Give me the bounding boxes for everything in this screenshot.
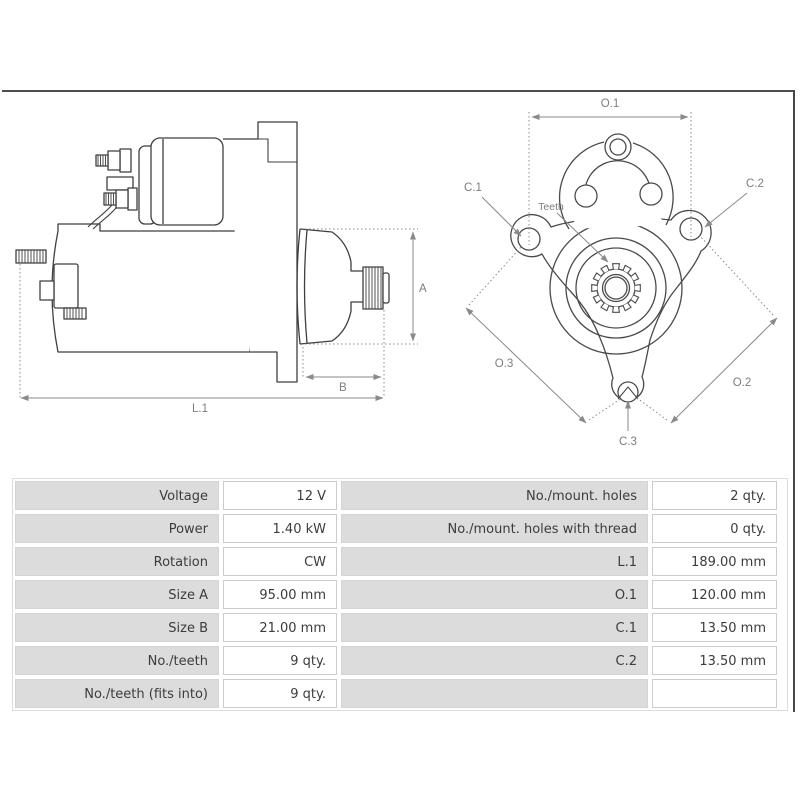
dim-a-label: A [419, 283, 427, 295]
spec-label-voltage: Voltage [15, 481, 219, 510]
spec-value-voltage: 12 V [223, 481, 337, 510]
dim-c1-label: C.1 [464, 182, 482, 194]
side-view-dimensions [19, 228, 418, 401]
spec-value-teeth-fits-into: 9 qty. [223, 679, 337, 708]
spec-value-power: 1.40 kW [223, 514, 337, 543]
front-view-labels: O.1 C.1 C.2 Teeth O.3 O.2 C.3 [464, 98, 764, 448]
spec-value-l1: 189.00 mm [652, 547, 777, 576]
spec-value-teeth: 9 qty. [223, 646, 337, 675]
spec-label-c1: C.1 [341, 613, 648, 642]
spec-label-size-b: Size B [15, 613, 219, 642]
front-view-dimensions [465, 112, 778, 431]
dim-o3-label: O.3 [495, 358, 514, 370]
spec-label-size-a: Size A [15, 580, 219, 609]
spec-label-mount-holes: No./mount. holes [341, 481, 648, 510]
technical-drawing: A B L.1 [15, 98, 778, 448]
dim-l1-label: L.1 [192, 403, 208, 415]
dim-o1-label: O.1 [601, 98, 620, 110]
side-view-labels: A B L.1 [192, 283, 427, 415]
side-view [15, 121, 390, 383]
dim-c3-label: C.3 [619, 436, 637, 448]
spec-label-c2: C.2 [341, 646, 648, 675]
dim-c2-label: C.2 [746, 178, 764, 190]
spec-value-o1: 120.00 mm [652, 580, 777, 609]
spec-value-mount-holes-thread: 0 qty. [652, 514, 777, 543]
spec-label-power: Power [15, 514, 219, 543]
spec-label-rotation: Rotation [15, 547, 219, 576]
spec-value-c1: 13.50 mm [652, 613, 777, 642]
starter-motor-diagram: A B L.1 [15, 98, 778, 448]
dim-b-label: B [339, 382, 347, 394]
spec-label-o1: O.1 [341, 580, 648, 609]
spec-value-size-b: 21.00 mm [223, 613, 337, 642]
spec-value-empty [652, 679, 777, 708]
spec-label-teeth-fits-into: No./teeth (fits into) [15, 679, 219, 708]
spec-table: Voltage 12 V No./mount. holes 2 qty. Pow… [12, 478, 788, 711]
spec-value-size-a: 95.00 mm [223, 580, 337, 609]
spec-label-empty [341, 679, 648, 708]
teeth-label: Teeth [538, 201, 564, 213]
dim-o2-label: O.2 [733, 377, 752, 389]
spec-value-c2: 13.50 mm [652, 646, 777, 675]
spec-label-mount-holes-thread: No./mount. holes with thread [341, 514, 648, 543]
spec-label-teeth: No./teeth [15, 646, 219, 675]
spec-value-rotation: CW [223, 547, 337, 576]
front-view [510, 133, 712, 403]
spec-value-mount-holes: 2 qty. [652, 481, 777, 510]
spec-label-l1: L.1 [341, 547, 648, 576]
